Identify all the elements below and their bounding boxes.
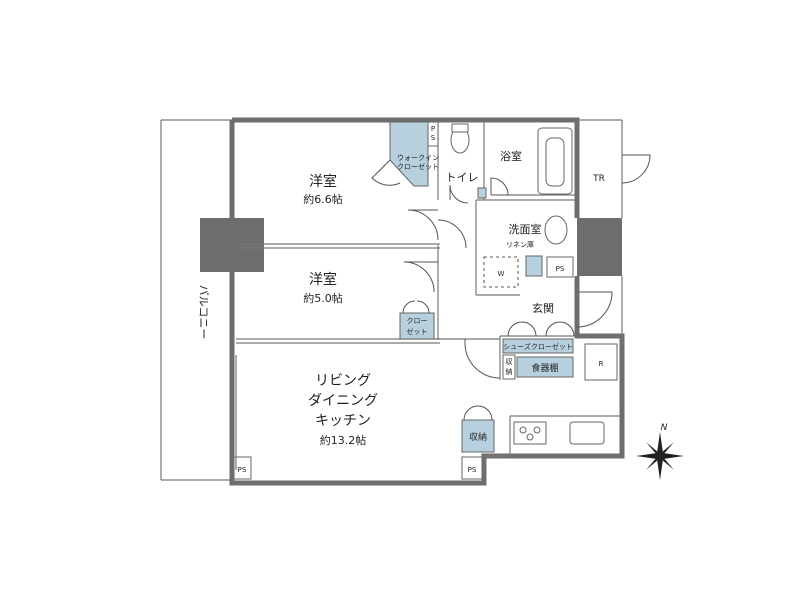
washroom-ps-label: PS [556,265,565,273]
ldk-ps-label: PS [468,466,477,474]
room-ldk: リビング ダイニング キッチン 約13.2帖 収納 PS [235,339,605,480]
ldk-line-3: キッチン [315,413,371,429]
washroom-label: 洗面室 [509,222,542,236]
walkin-closet: P S ウォークイン クローゼット [371,121,439,187]
room-western-1: 洋室 約6.6帖 [303,173,439,241]
walkin-label-2: クローゼット [397,162,439,171]
room-western-2-size: 約5.0帖 [303,291,343,305]
washbasin [544,215,568,245]
entrance-door [576,291,613,328]
ldk-line-1: リビング [315,373,371,389]
toilet-label: トイレ [446,171,479,184]
small-storage-1: 収 [506,358,513,366]
bath-door [490,177,509,196]
tr-label: TR [592,174,605,184]
shoe-closet-doors [507,321,575,337]
balcony: バルコニー PS [160,119,252,481]
walkin-label-1: ウォークイン [397,154,439,162]
compass: N [636,423,684,480]
kitchen-storage-doors [463,405,493,421]
compass-north: N [661,423,668,433]
room-washroom: 洗面室 W リネン庫 PS [437,215,574,288]
room-bath: 浴室 [490,127,573,196]
balcony-label: バルコニー [197,285,210,340]
bedroom2-door [403,261,438,293]
ldk-door [464,339,501,379]
room-western-1-name: 洋室 [309,173,337,190]
kitchen-storage-label: 収納 [469,431,487,443]
outer-walls [229,117,625,486]
washroom-door [437,219,467,249]
entrance-label: 玄関 [532,301,554,315]
small-storage-2: 納 [506,367,513,376]
shoe-storage: シューズクローゼット 収 納 食器棚 R [502,338,618,381]
tr-door [621,154,651,184]
ldk-size: 約13.2帖 [320,433,367,447]
ldk-line-2: ダイニング [308,393,378,409]
closet-label-2: ゼット [407,327,428,336]
room-western-2: 洋室 約5.0帖 クロー ゼット [303,261,438,340]
ps-top-s: S [431,134,436,142]
linen-label: リネン庫 [506,240,534,249]
room-entrance: 玄関 [507,291,613,337]
walkin-door [371,159,401,186]
room-western-2-name: 洋室 [309,271,337,288]
cupboard-label: 食器棚 [531,362,558,374]
structural-column-right [577,218,622,276]
kitchen-sink [569,421,605,445]
room-western-1-size: 約6.6帖 [303,192,343,206]
room-toilet: トイレ [446,123,487,204]
shoes-closet-label: シューズクローゼット [503,342,573,351]
trunk-room: TR [592,154,651,184]
washer-space [483,256,519,288]
fridge-label: R [599,360,604,368]
ps-top-p: P [431,125,435,133]
washer-label: W [498,270,505,278]
balcony-ps-label: PS [238,466,247,474]
bedroom1-door [407,209,439,241]
closet-label-1: クロー [407,317,428,325]
bath-label: 浴室 [500,149,522,163]
partitions [236,122,620,457]
stove [513,421,547,445]
closet-doors [402,300,430,314]
toilet-door [449,184,469,204]
